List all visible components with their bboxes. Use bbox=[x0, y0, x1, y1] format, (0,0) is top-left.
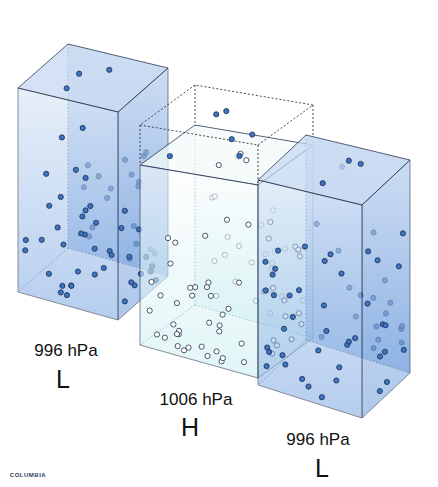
high-pressure-letter: H bbox=[181, 414, 199, 442]
pressure-value: 996 hPa bbox=[286, 431, 349, 450]
pressure-value: 996 hPa bbox=[34, 342, 97, 361]
watermark: COLUMBIA bbox=[10, 472, 46, 479]
low-pressure-letter: L bbox=[56, 366, 70, 394]
air-column bbox=[258, 135, 410, 418]
pressure-value: 1006 hPa bbox=[160, 391, 233, 410]
low-pressure-letter: L bbox=[315, 455, 329, 483]
